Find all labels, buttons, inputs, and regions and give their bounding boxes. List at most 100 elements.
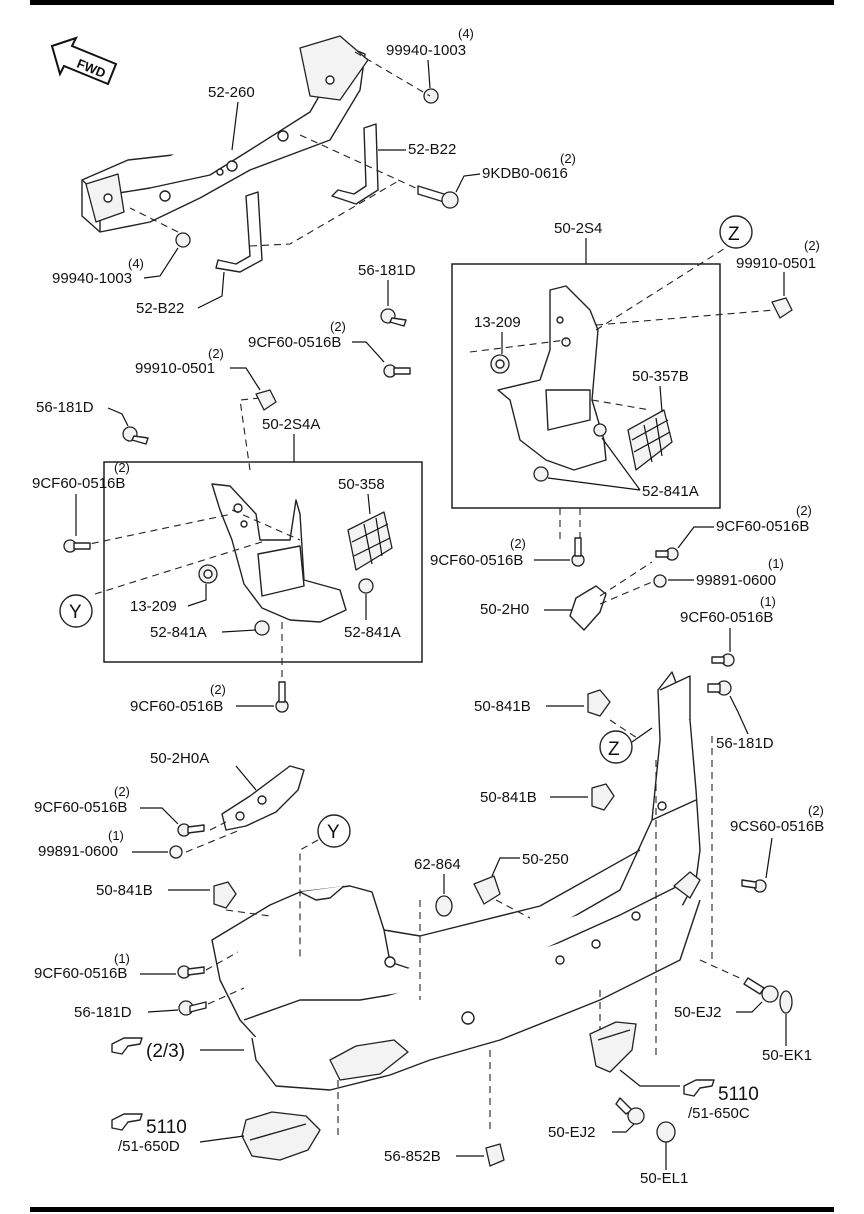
- label-9cf60-g: 9CF60-0516B: [34, 799, 127, 816]
- label-99891-r: 99891-0600: [696, 572, 776, 589]
- bracket-50-2s4: [497, 285, 607, 471]
- label-50-ej2-lower: 50-EJ2: [548, 1124, 596, 1141]
- label-9kdb0: 9KDB0-0616: [482, 165, 568, 182]
- bottom-rule: [30, 1207, 834, 1212]
- clip-56-852b: [485, 1143, 505, 1167]
- ref-5110-left[interactable]: 5110: [146, 1117, 187, 1138]
- nut-52-841a-r: [533, 466, 549, 482]
- bolt-9cf60-e: [655, 547, 679, 561]
- sensor-50-ej2-right: [743, 977, 779, 1003]
- label-50-ek1: 50-EK1: [762, 1047, 812, 1064]
- label-13-209-l: 13-209: [130, 598, 177, 615]
- label-52-841a-l1: 52-841A: [150, 624, 207, 641]
- label-52-b22-lower: 52-B22: [136, 300, 184, 317]
- cap-50-el1: [656, 1121, 676, 1143]
- view-marker-z-lower: [599, 730, 633, 764]
- grommet-13-209-r: [490, 354, 510, 374]
- qty-9cf60-h: (1): [114, 951, 130, 966]
- cap-50-ek1: [779, 990, 793, 1014]
- bracket-52-b22-lower: [215, 191, 263, 273]
- view-marker-y-upper: [59, 594, 93, 628]
- label-56-852b: 56-852B: [384, 1148, 441, 1165]
- qty-9cf60-f: (1): [760, 594, 776, 609]
- qty-9cf60-b: (2): [114, 460, 130, 475]
- view-marker-y-lower-text: Y: [327, 822, 340, 843]
- label-52-841a-l2: 52-841A: [344, 624, 401, 641]
- fwd-arrow-icon: FWD: [50, 36, 118, 86]
- reflector-left: [241, 1111, 321, 1161]
- holder-50-2h0: [569, 585, 607, 631]
- hand-pointer-icon-5110-left: [111, 1113, 143, 1131]
- label-99891-l: 99891-0600: [38, 843, 118, 860]
- label-50-ej2-right: 50-EJ2: [674, 1004, 722, 1021]
- label-52-841a-r: 52-841A: [642, 483, 699, 500]
- bumper-reinforcement: [81, 35, 369, 233]
- label-56-181d-lower: 56-181D: [74, 1004, 132, 1021]
- qty-9cf60-g: (2): [114, 784, 130, 799]
- clip-99910-l: [255, 389, 277, 411]
- label-50-2h0: 50-2H0: [480, 601, 529, 618]
- hand-pointer-icon-23: [111, 1037, 143, 1055]
- cap-62-864: [435, 895, 453, 917]
- screw-56-181d-lower: [178, 1000, 207, 1016]
- ref-2-3[interactable]: (2/3): [146, 1041, 185, 1062]
- bolt-9cf60-c: [275, 681, 289, 713]
- qty-9kdb0: (2): [560, 151, 576, 166]
- label-50-357b: 50-357B: [632, 368, 689, 385]
- label-9cf60-c: 9CF60-0516B: [130, 698, 223, 715]
- ref-5110-right[interactable]: 5110: [718, 1084, 759, 1105]
- grommet-13-209-l: [198, 564, 218, 584]
- label-56-181d-mid: 56-181D: [36, 399, 94, 416]
- nut-99940-top: [423, 88, 439, 104]
- view-marker-z-upper-text: Z: [728, 224, 740, 245]
- screw-56-181d-right: [707, 680, 732, 696]
- qty-99940-top: (4): [458, 26, 474, 41]
- sensor-50-ej2-lower: [615, 1097, 645, 1125]
- view-marker-y-upper-text: Y: [69, 602, 82, 623]
- view-marker-y-lower: [317, 814, 351, 848]
- label-50-el1: 50-EL1: [640, 1170, 688, 1187]
- label-52-b22-upper: 52-B22: [408, 141, 456, 158]
- qty-9cs60: (2): [808, 803, 824, 818]
- label-9cf60-d: 9CF60-0516B: [430, 552, 523, 569]
- nut-52-841a-l2: [358, 578, 374, 594]
- bolt-9kdb0: [417, 185, 459, 209]
- label-99910-r: 99910-0501: [736, 255, 816, 272]
- clip-50-841b-a: [587, 689, 611, 717]
- washer-99891-r: [653, 574, 667, 588]
- label-50-250: 50-250: [522, 851, 569, 868]
- label-9cf60-b: 9CF60-0516B: [32, 475, 125, 492]
- qty-9cf60-d: (2): [510, 536, 526, 551]
- bolt-9cf60-h: [177, 965, 205, 979]
- label-50-841b-b: 50-841B: [480, 789, 537, 806]
- qty-99891-l: (1): [108, 828, 124, 843]
- qty-99891-r: (1): [768, 556, 784, 571]
- label-50-2s4a: 50-2S4A: [262, 416, 320, 433]
- label-13-209-r: 13-209: [474, 314, 521, 331]
- view-marker-z-upper: [719, 215, 753, 249]
- bolt-9cf60-g: [177, 823, 205, 837]
- bolt-9cs60: [741, 879, 767, 893]
- bolt-9cf60-b: [63, 539, 91, 553]
- top-rule: [30, 0, 834, 5]
- ref-51-650c[interactable]: /51-650C: [688, 1105, 750, 1122]
- bracket-52-b22-upper: [331, 123, 379, 205]
- label-9cf60-e: 9CF60-0516B: [716, 518, 809, 535]
- label-99940-top: 99940-1003: [386, 42, 466, 59]
- label-50-2s4: 50-2S4: [554, 220, 602, 237]
- ref-51-650d[interactable]: /51-650D: [118, 1138, 180, 1155]
- holder-50-2h0a: [221, 765, 305, 831]
- bolt-9cf60-a: [383, 364, 411, 378]
- qty-9cf60-a: (2): [330, 319, 346, 334]
- nut-52-841a-r2: [593, 423, 607, 437]
- label-50-358: 50-358: [338, 476, 385, 493]
- clip-99910-r: [771, 297, 793, 319]
- label-9cf60-f: 9CF60-0516B: [680, 609, 773, 626]
- label-9cs60: 9CS60-0516B: [730, 818, 824, 835]
- washer-99891-l: [169, 845, 183, 859]
- label-9cf60-a: 9CF60-0516B: [248, 334, 341, 351]
- bolt-9cf60-f: [711, 653, 735, 667]
- pad-50-357b: [627, 409, 673, 471]
- qty-99910-l: (2): [208, 346, 224, 361]
